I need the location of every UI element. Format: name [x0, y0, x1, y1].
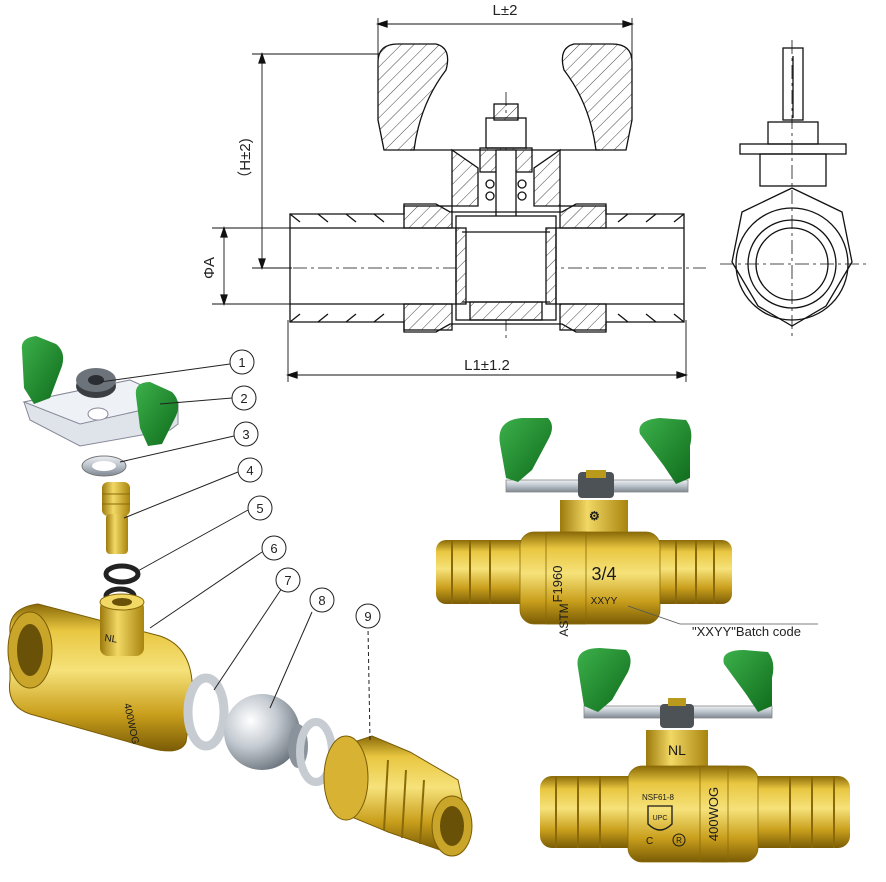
callout-circles [229, 349, 381, 629]
valve-render-back: NL 400WOG NSF61-8 UPC C R [540, 648, 850, 863]
seat-part [183, 673, 229, 751]
callout-3: 3 [242, 427, 249, 442]
pressure-mark: 400WOG [706, 787, 721, 841]
dim-height-label: （H±2) [237, 138, 254, 185]
upc-shield-icon [647, 805, 673, 831]
ball-part [224, 694, 300, 770]
o-ring-part [103, 563, 141, 585]
c-mark: C [646, 836, 653, 847]
handle-assembly-part [21, 336, 180, 447]
valve-body-part: NL 400WOG [7, 593, 193, 752]
batch-code-note: "XXYY"Batch code [692, 624, 801, 639]
callout-1: 1 [238, 355, 245, 370]
registered-icon [672, 833, 686, 847]
standard-mark: F1960 [550, 566, 565, 603]
callout-5: 5 [256, 501, 263, 516]
svg-text:NL: NL [104, 633, 119, 646]
astm-mark: ASTM [557, 603, 571, 636]
callout-8: 8 [318, 593, 325, 608]
valve-render-front: ⚙ F1960 ASTM 3/4 XXYY "XXYY"Batch code [436, 418, 818, 639]
batch-mark: XXYY [591, 596, 618, 607]
callout-9: 9 [364, 609, 371, 624]
upc-mark: UPC [653, 815, 668, 822]
end-view-drawing [720, 40, 866, 336]
size-mark: 3/4 [591, 564, 616, 584]
dim-overall-length-label: L1±1.2 [464, 357, 510, 374]
nl-mark: NL [668, 742, 686, 758]
dim-length-label: L±2 [493, 2, 518, 19]
svg-text:⚙: ⚙ [589, 509, 600, 523]
stem-part [102, 482, 130, 554]
end-connector-part [323, 735, 473, 857]
callout-7: 7 [284, 573, 291, 588]
section-view-drawing [212, 18, 706, 382]
exploded-view: NL 400WOG [7, 336, 473, 857]
dim-diameter-label: ΦA [201, 257, 218, 279]
callout-2: 2 [240, 391, 247, 406]
callout-4: 4 [246, 463, 253, 478]
r-mark: R [676, 836, 682, 845]
cert-mark: NSF61-8 [642, 793, 675, 802]
callout-6: 6 [270, 541, 277, 556]
